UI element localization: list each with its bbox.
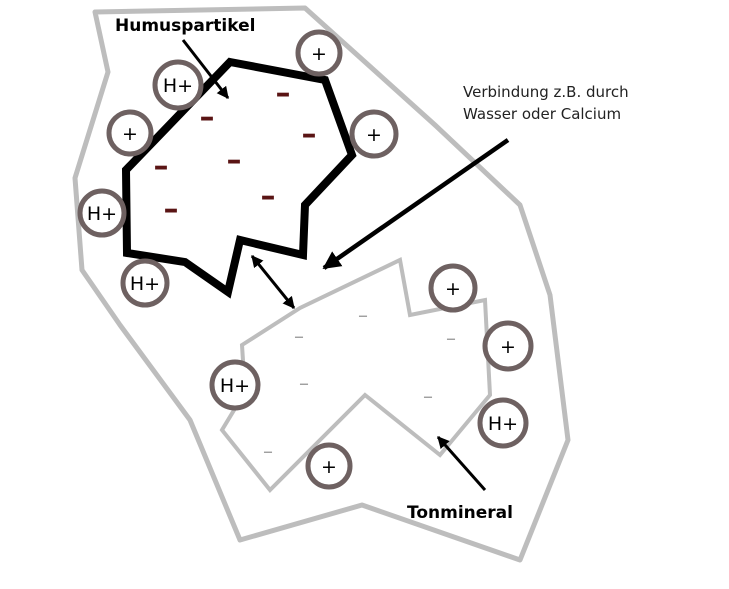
- connection-label-line1: Verbindung z.B. durch: [463, 83, 629, 101]
- ion-plus: +: [482, 320, 534, 372]
- humus-label: Humuspartikel: [115, 16, 255, 36]
- humus-charge: –: [302, 117, 317, 152]
- ion-label: +: [366, 124, 382, 146]
- ion-label: H+: [130, 273, 160, 295]
- clay-charges: – – – – – – –: [263, 303, 456, 463]
- ion-h-plus: H+: [209, 359, 261, 411]
- ion-label: +: [445, 278, 461, 300]
- ion-plus: +: [349, 109, 399, 159]
- ion-h-plus: H+: [120, 258, 170, 308]
- clay-charge: –: [423, 384, 433, 408]
- humus-charge: –: [276, 76, 291, 111]
- ion-label: +: [500, 336, 516, 358]
- connection-label-arrow: [322, 138, 510, 270]
- ion-label: +: [321, 456, 337, 478]
- clay-charge: –: [358, 303, 368, 327]
- clay-charge: –: [299, 371, 309, 395]
- ion-h-plus: H+: [152, 59, 204, 111]
- ion-label: H+: [488, 413, 518, 435]
- ion-label: +: [122, 123, 138, 145]
- humus-charge: –: [200, 100, 215, 135]
- ion-label: +: [311, 43, 327, 65]
- humus-charges: – – – – – – – –: [154, 76, 317, 227]
- ion-label: H+: [220, 375, 250, 397]
- humus-charge: –: [261, 179, 276, 214]
- ion-label: H+: [163, 75, 193, 97]
- connection-label-line2: Wasser oder Calcium: [463, 105, 621, 123]
- ion-h-plus: H+: [77, 188, 127, 238]
- clay-charge: –: [446, 326, 456, 350]
- ion-plus: +: [295, 29, 343, 77]
- humus-label-arrow: [181, 39, 230, 99]
- humus-particle-outline: [121, 57, 357, 299]
- bond-double-arrow: [250, 255, 296, 309]
- ion-plus: +: [106, 109, 154, 157]
- clay-mineral-outline: [219, 257, 493, 493]
- aggregate-outline: [72, 5, 571, 563]
- ion-plus: +: [305, 442, 353, 490]
- clay-charge: –: [263, 439, 273, 463]
- tonmineral-label-arrow: [436, 436, 487, 491]
- humus-charge: –: [164, 192, 179, 227]
- clay-charge: –: [294, 324, 304, 348]
- humus-charge: –: [227, 143, 242, 178]
- humus-charge: –: [154, 149, 169, 184]
- clay-mineral-label: Tonmineral: [407, 503, 513, 523]
- ion-plus: +: [428, 263, 478, 313]
- ion-h-plus: H+: [477, 397, 529, 449]
- ion-label: H+: [87, 203, 117, 225]
